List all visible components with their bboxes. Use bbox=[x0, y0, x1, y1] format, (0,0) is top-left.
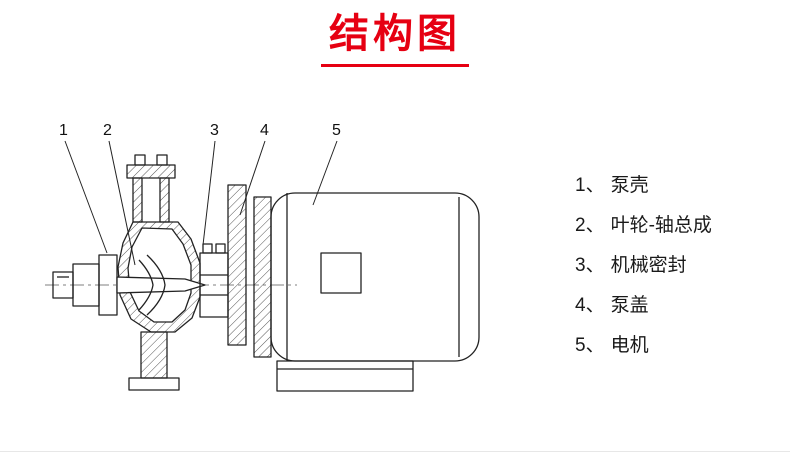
legend-label: 叶轮-轴总成 bbox=[610, 215, 712, 236]
callout-5: 5 bbox=[332, 122, 341, 139]
motor bbox=[270, 192, 480, 392]
pump-foot bbox=[128, 331, 180, 391]
legend-label: 泵壳 bbox=[610, 175, 649, 196]
mechanical-seal bbox=[199, 243, 229, 318]
leader-line-3 bbox=[202, 140, 216, 246]
legend-item-mechanical-seal: 3、机械密封 bbox=[575, 246, 712, 286]
legend: 1、泵壳 2、叶轮-轴总成 3、机械密封 4、泵盖 5、电机 bbox=[575, 166, 712, 366]
impeller-shaft-assembly bbox=[116, 254, 206, 316]
legend-item-impeller-shaft: 2、叶轮-轴总成 bbox=[575, 206, 712, 246]
leader-line-5 bbox=[312, 140, 338, 206]
callout-2: 2 bbox=[103, 122, 112, 139]
legend-label: 电机 bbox=[610, 335, 649, 356]
legend-label: 机械密封 bbox=[610, 255, 687, 276]
title-underline bbox=[321, 64, 469, 67]
pump-cover-bracket bbox=[227, 184, 272, 358]
page-title: 结构图 bbox=[329, 12, 461, 56]
legend-item-motor: 5、电机 bbox=[575, 326, 712, 366]
callout-4: 4 bbox=[260, 122, 269, 139]
legend-num: 2、 bbox=[575, 215, 605, 236]
callout-1: 1 bbox=[59, 122, 68, 139]
legend-item-pump-cover: 4、泵盖 bbox=[575, 286, 712, 326]
legend-num: 4、 bbox=[575, 295, 605, 316]
leader-line-2 bbox=[108, 140, 136, 266]
title-block: 结构图 bbox=[0, 10, 790, 67]
leader-line-4 bbox=[239, 140, 266, 216]
pump-casing bbox=[117, 221, 201, 333]
legend-num: 1、 bbox=[575, 175, 605, 196]
legend-num: 3、 bbox=[575, 255, 605, 276]
legend-label: 泵盖 bbox=[610, 295, 649, 316]
legend-item-pump-casing: 1、泵壳 bbox=[575, 166, 712, 206]
leader-lines bbox=[64, 140, 338, 266]
callout-3: 3 bbox=[210, 122, 219, 139]
leader-line-1 bbox=[64, 140, 108, 254]
pump-cross-section-drawing: 1 2 3 4 5 bbox=[45, 122, 480, 392]
legend-num: 5、 bbox=[575, 335, 605, 356]
suction-flange bbox=[126, 154, 176, 223]
